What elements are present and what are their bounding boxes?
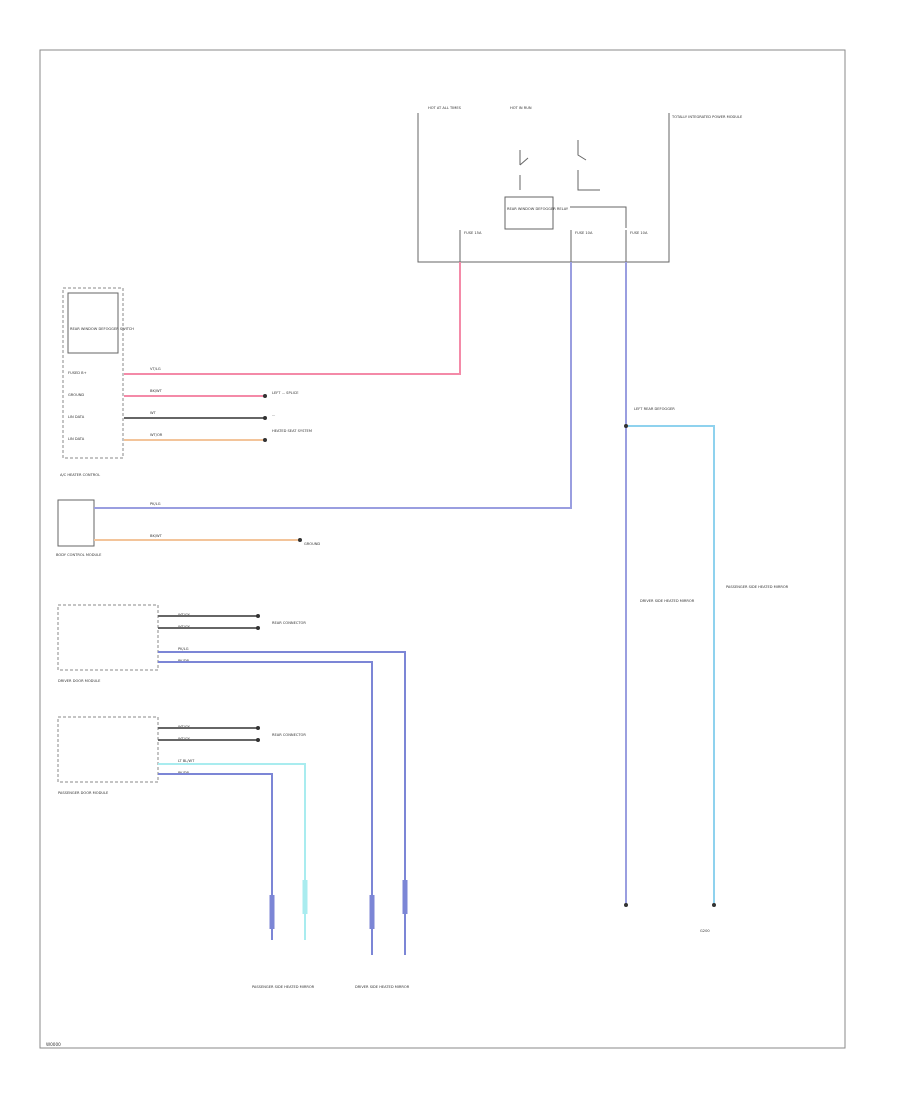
terminal-climate-lin-2	[263, 416, 267, 420]
terminal-driver-door-1	[256, 614, 260, 618]
climate-wire-label-3: WT	[150, 411, 157, 415]
power-module-label-tipm: TOTALLY INTEGRATED POWER MODULE	[671, 115, 743, 119]
connector-passenger-mirror-2	[302, 880, 308, 914]
body-wire-label-2: BK/WT	[150, 534, 163, 538]
body-control-module: BODY CONTROL MODULE PK/LG BK/WT GROUND	[56, 499, 320, 557]
terminal-passenger-door-2	[256, 738, 260, 742]
driver-wire-label-3: PK/LG	[178, 647, 189, 651]
wire-passenger-door-1	[158, 763, 306, 940]
mirror-left-label: PASSENGER SIDE HEATED MIRROR	[252, 985, 315, 989]
climate-module-box	[62, 287, 124, 459]
climate-pin-1: FUSED B+	[68, 371, 87, 375]
wires-layer	[94, 262, 715, 955]
terminals-layer	[256, 394, 716, 907]
rear-grid-title: LEFT REAR DEFOGGER	[634, 407, 675, 411]
connector-passenger-mirror-1	[269, 895, 275, 929]
defogger-switch-label: REAR WINDOW DEFOGGER SWITCH	[70, 327, 134, 331]
climate-pin-3: LIN DATA	[68, 415, 85, 419]
footer-code: W0000	[46, 1042, 61, 1047]
fuse-right-label: FUSE 10A	[630, 231, 648, 235]
defogger-relay-box	[504, 196, 554, 230]
climate-destination-2: ...	[272, 413, 275, 417]
wire-driver-door-2	[158, 661, 373, 955]
rear-defogger-grid: LEFT REAR DEFOGGER DRIVER SIDE HEATED MI…	[634, 407, 789, 933]
wire-fuse-left-to-climate	[124, 262, 461, 375]
relay-inner-wiring	[570, 206, 627, 228]
climate-destination-3: HEATED SEAT SYSTEM	[272, 429, 312, 433]
fuse-mid-label: FUSE 10A	[575, 231, 593, 235]
driver-door-footer: DRIVER DOOR MODULE	[58, 679, 101, 683]
terminal-rear-right	[712, 903, 716, 907]
climate-control-module: REAR WINDOW DEFOGGER SWITCH FUSED B+ GRO…	[60, 287, 312, 477]
fuse-left-label: FUSE 15A	[464, 231, 482, 235]
wire-rear-splice-right	[626, 425, 715, 905]
terminal-driver-door-2	[256, 626, 260, 630]
power-module-label-hot-at-all-times: HOT AT ALL TIMES	[428, 106, 462, 110]
rear-grid-right-label: PASSENGER SIDE HEATED MIRROR	[726, 585, 789, 589]
terminal-climate-lin-1	[263, 394, 267, 398]
climate-module-footer: A/C HEATER CONTROL	[60, 473, 100, 477]
wire-fuse-mid-to-body	[94, 262, 572, 509]
wire-driver-door-1	[158, 651, 406, 955]
rear-grid-ground: G200	[700, 929, 710, 933]
climate-pin-4: LIN DATA	[68, 437, 85, 441]
body-wire-label-1: PK/LG	[150, 502, 161, 506]
power-module-label-hot-in-run: HOT IN RUN	[510, 106, 532, 110]
passenger-door-box	[57, 716, 159, 783]
terminal-passenger-door-1	[256, 726, 260, 730]
terminal-rear-left	[624, 903, 628, 907]
mirror-right-label: DRIVER SIDE HEATED MIRROR	[355, 985, 410, 989]
relay-contact-right	[577, 140, 600, 191]
terminal-climate-lin-3	[263, 438, 267, 442]
passenger-wire-label-3: LT BL/WT	[178, 759, 195, 763]
connector-driver-mirror-2	[402, 880, 408, 914]
defogger-relay-label: REAR WINDOW DEFOGGER RELAY	[507, 207, 569, 211]
terminal-body-ground	[298, 538, 302, 542]
body-destination: GROUND	[304, 542, 320, 546]
climate-pin-2: GROUND	[68, 393, 84, 397]
climate-wire-label-4: WT/OR	[150, 433, 163, 437]
relay-contact-left	[519, 150, 529, 190]
climate-destination-1: LEFT ... SPLICE	[272, 391, 299, 395]
power-module-box	[417, 113, 670, 263]
driver-door-box	[57, 604, 159, 671]
driver-destination: REAR CONNECTOR	[272, 621, 306, 625]
rear-grid-left-label: DRIVER SIDE HEATED MIRROR	[640, 599, 695, 603]
passenger-door-footer: PASSENGER DOOR MODULE	[58, 791, 109, 795]
connector-driver-mirror-1	[369, 895, 375, 929]
diagram-frame	[39, 49, 846, 1049]
wire-passenger-door-2	[158, 773, 273, 940]
climate-wire-label-1: VT/LG	[150, 367, 161, 371]
terminal-splice	[624, 424, 628, 428]
climate-wire-label-2: BK/WT	[150, 389, 163, 393]
passenger-destination: REAR CONNECTOR	[272, 733, 306, 737]
body-module-label: BODY CONTROL MODULE	[56, 553, 102, 557]
power-module: HOT AT ALL TIMES HOT IN RUN TOTALLY INTE…	[417, 106, 743, 263]
body-module-box	[57, 499, 95, 547]
defogger-switch-box	[67, 292, 119, 354]
